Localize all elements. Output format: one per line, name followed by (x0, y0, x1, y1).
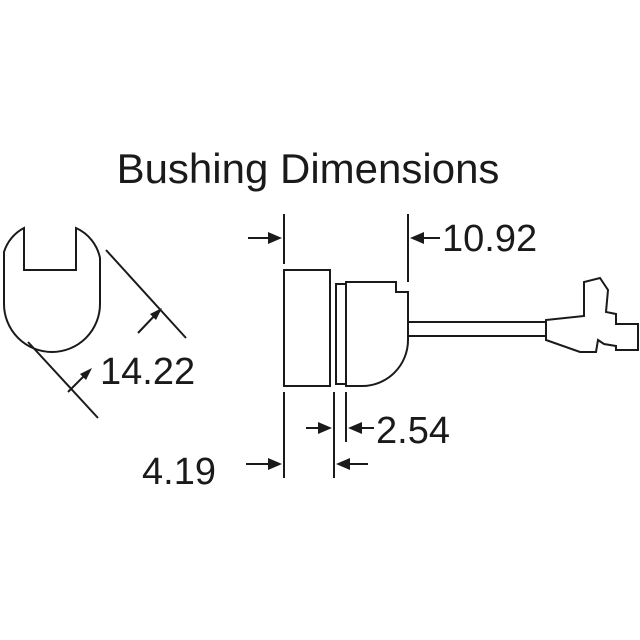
dimension-groove-width (306, 392, 374, 478)
dimension-label-groove-width: 2.54 (376, 410, 450, 452)
dimension-label-overall-length: 10.92 (442, 218, 537, 260)
bushing-side-view (283, 269, 639, 387)
dimension-overall-length (248, 214, 440, 282)
dimension-diagonal (27, 249, 187, 419)
dimension-flange-width (246, 392, 368, 478)
bushing-front-view (3, 226, 101, 353)
diagram-title: Bushing Dimensions (116, 145, 500, 192)
dimension-label-flange-width: 4.19 (142, 451, 216, 493)
dimension-label-diagonal: 14.22 (100, 351, 195, 393)
